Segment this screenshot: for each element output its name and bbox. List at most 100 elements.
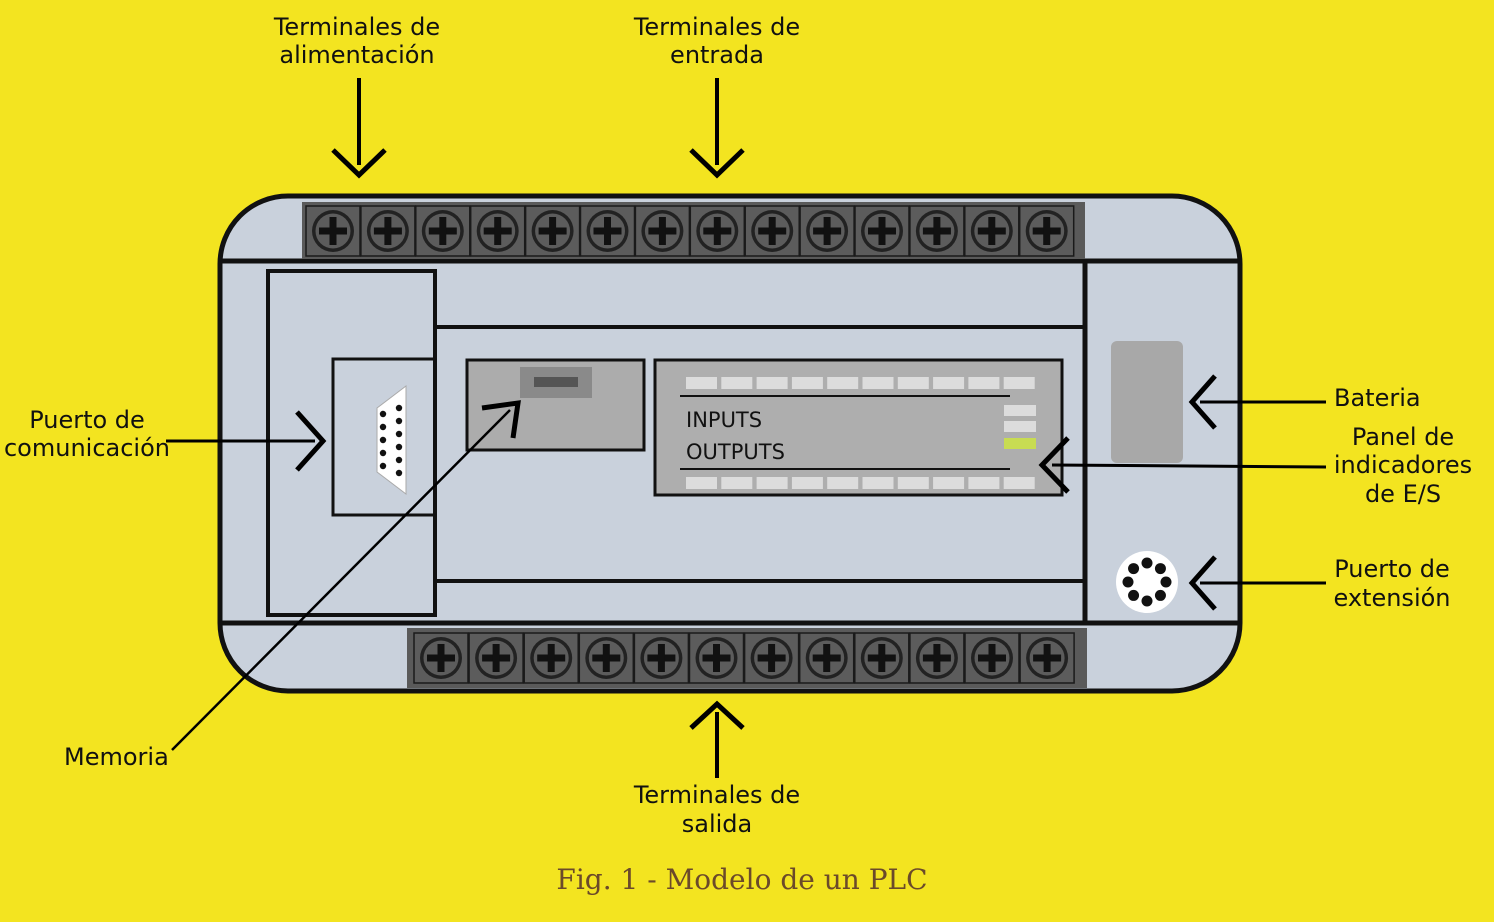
terminal-screw-icon bbox=[634, 205, 691, 257]
io-indicator-panel: INPUTS OUTPUTS bbox=[653, 358, 1064, 497]
terminal-screw-icon bbox=[743, 632, 800, 684]
io-led bbox=[968, 377, 1000, 389]
terminal-screw-icon bbox=[854, 632, 910, 684]
label-output-terminals: Terminales de salida bbox=[633, 781, 800, 838]
svg-text:Terminales de: Terminales de bbox=[633, 13, 800, 41]
connector-pin bbox=[379, 449, 387, 457]
terminal-screw-icon bbox=[305, 205, 361, 257]
terminal-screw-icon bbox=[468, 632, 524, 684]
terminal-screw-icon bbox=[909, 632, 965, 684]
svg-text:Terminales de: Terminales de bbox=[273, 13, 440, 41]
io-led bbox=[897, 377, 929, 389]
input-led-row bbox=[686, 377, 1035, 389]
io-led bbox=[968, 477, 1000, 489]
connector-pin bbox=[379, 423, 387, 431]
io-led bbox=[1003, 477, 1035, 489]
svg-text:extensión: extensión bbox=[1334, 584, 1451, 612]
figure-caption: Fig. 1 - Modelo de un PLC bbox=[556, 863, 927, 896]
terminal-screw-icon bbox=[964, 205, 1020, 257]
expansion-port-icon bbox=[1116, 551, 1178, 613]
terminal-screw-icon bbox=[1019, 632, 1075, 684]
io-led bbox=[862, 477, 894, 489]
label-memory: Memoria bbox=[64, 743, 169, 771]
io-led bbox=[933, 377, 965, 389]
connector-pin bbox=[395, 456, 403, 464]
terminal-screw-icon bbox=[854, 205, 910, 257]
svg-text:Puerto de: Puerto de bbox=[1334, 555, 1450, 583]
label-input-terminals: Terminales de entrada bbox=[633, 13, 800, 69]
io-led bbox=[791, 377, 823, 389]
svg-text:alimentación: alimentación bbox=[279, 41, 434, 69]
svg-text:de E/S: de E/S bbox=[1365, 480, 1441, 508]
svg-text:entrada: entrada bbox=[670, 41, 764, 69]
io-led bbox=[686, 477, 717, 489]
terminal-screw-icon bbox=[1018, 205, 1075, 257]
port-pin bbox=[1141, 595, 1153, 607]
terminal-screw-icon bbox=[799, 205, 855, 257]
io-led bbox=[897, 477, 929, 489]
status-led bbox=[1004, 405, 1036, 416]
terminal-screw-icon bbox=[909, 205, 965, 257]
io-led bbox=[862, 377, 894, 389]
connector-pin bbox=[379, 410, 387, 418]
terminal-screw-icon bbox=[964, 632, 1020, 684]
output-led-row bbox=[686, 477, 1035, 489]
terminal-screw-icon bbox=[689, 205, 746, 257]
port-pin bbox=[1154, 563, 1166, 575]
terminal-screw-icon bbox=[578, 632, 635, 684]
port-pin bbox=[1141, 557, 1153, 569]
io-led bbox=[756, 377, 788, 389]
io-led bbox=[721, 477, 753, 489]
svg-text:Puerto de: Puerto de bbox=[29, 406, 145, 434]
connector-pin bbox=[379, 462, 387, 470]
io-led bbox=[791, 477, 823, 489]
svg-text:indicadores: indicadores bbox=[1334, 451, 1472, 479]
io-led bbox=[756, 477, 788, 489]
connector-pins bbox=[379, 404, 403, 477]
label-io-panel: Panel de indicadores de E/S bbox=[1334, 423, 1472, 508]
connector-pin bbox=[395, 430, 403, 438]
connector-pin bbox=[379, 436, 387, 444]
inputs-label: INPUTS bbox=[686, 408, 762, 432]
terminal-screw-icon bbox=[524, 205, 581, 257]
io-led bbox=[827, 377, 859, 389]
port-pin bbox=[1128, 589, 1140, 601]
connector-pin bbox=[395, 443, 403, 451]
io-led bbox=[933, 477, 965, 489]
terminal-screw-icon bbox=[579, 205, 636, 257]
status-led-active bbox=[1004, 438, 1036, 449]
port-pin bbox=[1128, 563, 1140, 575]
battery-icon bbox=[1111, 341, 1183, 463]
terminal-screw-icon bbox=[688, 632, 745, 684]
connector-pin bbox=[395, 417, 403, 425]
svg-text:Terminales de: Terminales de bbox=[633, 781, 800, 809]
comm-module bbox=[266, 269, 437, 617]
svg-text:salida: salida bbox=[682, 810, 753, 838]
label-battery: Bateria bbox=[1334, 384, 1421, 412]
connector-pin bbox=[395, 469, 403, 477]
io-led bbox=[686, 377, 717, 389]
port-pin bbox=[1160, 576, 1172, 588]
io-led bbox=[1003, 377, 1035, 389]
terminal-screw-icon bbox=[523, 632, 579, 684]
terminal-screw-icon bbox=[413, 632, 469, 684]
terminal-screw-icon bbox=[744, 205, 800, 257]
connector-pin bbox=[395, 404, 403, 412]
port-pin bbox=[1154, 589, 1166, 601]
io-led bbox=[827, 477, 859, 489]
terminal-screw-icon bbox=[469, 205, 526, 257]
port-pin bbox=[1122, 576, 1134, 588]
terminal-screw-icon bbox=[415, 205, 471, 257]
io-led bbox=[721, 377, 753, 389]
bottom-terminal-strip bbox=[407, 628, 1087, 688]
svg-text:Panel de: Panel de bbox=[1352, 423, 1454, 451]
label-comm-port: Puerto de comunicación bbox=[4, 406, 170, 462]
arrows bbox=[166, 78, 1327, 778]
terminal-screw-icon bbox=[798, 632, 855, 684]
label-expansion-port: Puerto de extensión bbox=[1334, 555, 1451, 612]
terminal-screw-icon bbox=[360, 205, 416, 257]
label-power-terminals: Terminales de alimentación bbox=[273, 13, 440, 69]
status-led bbox=[1004, 421, 1036, 432]
svg-text:comunicación: comunicación bbox=[4, 434, 170, 462]
